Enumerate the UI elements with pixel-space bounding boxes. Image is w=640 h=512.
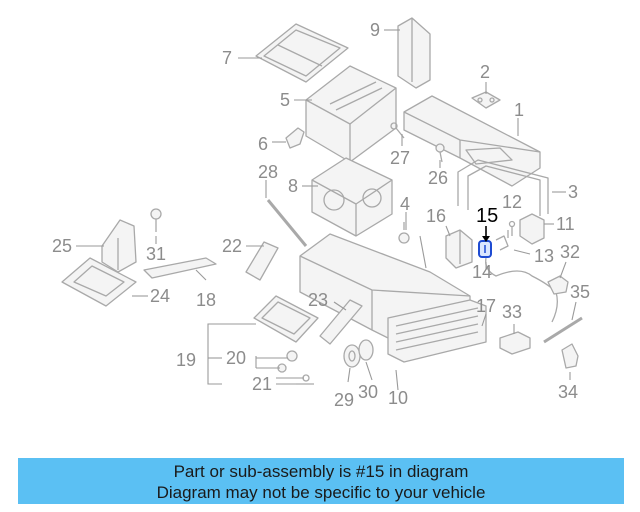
part-30-shape — [358, 339, 374, 361]
callout-25: 25 — [52, 236, 72, 256]
part-8-shape — [311, 157, 393, 237]
callout-16: 16 — [426, 206, 446, 226]
part-32-shape — [547, 275, 569, 295]
callout-18: 18 — [196, 290, 216, 310]
callout-31: 31 — [146, 244, 166, 264]
part-9-shape — [397, 17, 431, 89]
part-11-shape — [519, 213, 545, 245]
callout-28: 28 — [258, 162, 278, 182]
part-27-shape — [390, 122, 405, 139]
leader-lines — [76, 29, 577, 391]
part-24-shape — [61, 257, 137, 307]
callout-2: 2 — [480, 62, 490, 82]
callout-29: 29 — [334, 390, 354, 410]
part-18-shape — [143, 257, 217, 279]
part-31-shape — [150, 208, 162, 232]
callout-17: 17 — [476, 296, 496, 316]
part-35-shape — [543, 316, 583, 344]
info-banner: Part or sub-assembly is #15 in diagram D… — [18, 458, 624, 504]
part-22-shape — [245, 241, 279, 281]
callout-4: 4 — [400, 194, 410, 214]
callout-23: 23 — [308, 290, 328, 310]
part-34-shape — [561, 343, 579, 369]
callout-27: 27 — [390, 148, 410, 168]
callout-21: 21 — [252, 374, 272, 394]
callout-24: 24 — [150, 286, 170, 306]
part-16-shape — [445, 229, 473, 269]
callout-10: 10 — [388, 388, 408, 408]
parts-diagram: 1 2 3 4 5 6 7 8 9 10 11 12 13 14 15 16 1… — [52, 17, 590, 410]
part-20-shape — [286, 350, 298, 362]
part-17-shape — [387, 299, 487, 363]
callout-8: 8 — [288, 176, 298, 196]
banner-line-disclaimer: Diagram may not be specific to your vehi… — [156, 483, 486, 502]
part-7-shape — [255, 23, 349, 83]
callout-22: 22 — [222, 236, 242, 256]
callout-35: 35 — [570, 282, 590, 302]
callout-9: 9 — [370, 20, 380, 40]
callout-5: 5 — [280, 90, 290, 110]
part-6-shape — [285, 127, 305, 149]
part-4-shape — [398, 222, 410, 244]
callout-7: 7 — [222, 48, 232, 68]
callout-19: 19 — [176, 350, 196, 370]
part-3-shape — [457, 159, 549, 216]
callout-15: 15 — [476, 205, 498, 227]
callout-11: 11 — [556, 214, 575, 234]
part-13-shape — [495, 235, 509, 251]
callout-12: 12 — [502, 192, 522, 212]
banner-line-part: Part or sub-assembly is #15 in diagram — [173, 462, 469, 481]
part-2-shape — [471, 91, 501, 109]
part-25-shape — [101, 219, 137, 273]
part-26-shape — [435, 143, 445, 163]
callout-33: 33 — [502, 302, 522, 322]
part-33-shape — [499, 331, 531, 355]
callout-32: 32 — [560, 242, 580, 262]
callout-26: 26 — [428, 168, 448, 188]
part-21-shape — [277, 363, 314, 385]
part-12-shape — [508, 220, 516, 236]
callout-1: 1 — [514, 100, 524, 120]
callout-labels: 1 2 3 4 5 6 7 8 9 10 11 12 13 14 15 16 1… — [52, 20, 590, 410]
part-5-shape — [305, 65, 397, 163]
callout-14: 14 — [472, 262, 492, 282]
part-23-shape — [319, 299, 363, 345]
callout-6: 6 — [258, 134, 268, 154]
callout-30: 30 — [358, 382, 378, 402]
part-29-shape — [343, 344, 361, 368]
part-15-shape — [478, 240, 492, 258]
callout-34: 34 — [558, 382, 578, 402]
part-14-shape — [485, 257, 558, 323]
callout-13: 13 — [534, 246, 554, 266]
part-19-shape — [253, 295, 319, 343]
part-28-shape — [266, 199, 308, 247]
callout-20: 20 — [226, 348, 246, 368]
callout-3: 3 — [568, 182, 578, 202]
